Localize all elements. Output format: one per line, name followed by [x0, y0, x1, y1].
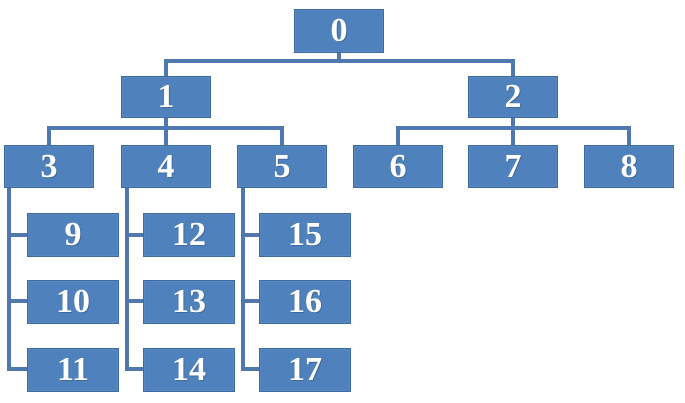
node-15: 15: [259, 213, 351, 257]
node-5: 5: [237, 145, 327, 188]
node-0: 0: [294, 9, 384, 53]
node-17: 17: [259, 348, 351, 392]
node-7: 7: [468, 145, 558, 188]
node-10: 10: [27, 280, 119, 324]
node-3: 3: [4, 145, 94, 188]
node-13: 13: [143, 280, 235, 324]
node-6: 6: [353, 145, 443, 188]
node-8: 8: [584, 145, 674, 188]
node-2: 2: [468, 76, 558, 118]
node-4-connectors: [125, 186, 145, 371]
node-14: 14: [143, 348, 235, 392]
node-1: 1: [121, 76, 211, 118]
node-16: 16: [259, 280, 351, 324]
node-5-connectors: [241, 186, 261, 371]
node-9: 9: [27, 213, 119, 257]
node-2-connectors: [396, 116, 631, 147]
node-4: 4: [121, 145, 211, 188]
node-12: 12: [143, 213, 235, 257]
root-connectors: [164, 51, 515, 78]
node-11: 11: [27, 348, 119, 392]
node-3-connectors: [7, 186, 29, 371]
node-1-connectors: [47, 116, 284, 147]
